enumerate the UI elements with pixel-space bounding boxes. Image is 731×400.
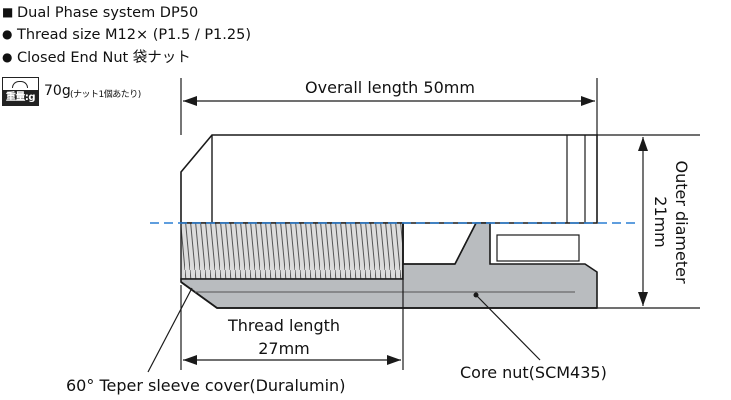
square-bullet-icon: ■ bbox=[2, 5, 14, 19]
outer-diameter-label: Outer diameter bbox=[672, 160, 691, 283]
weight-note: (ナット1個あたり) bbox=[70, 90, 141, 100]
spec-line-system: ■Dual Phase system DP50 bbox=[2, 3, 198, 22]
circle-bullet-icon: ● bbox=[2, 27, 13, 41]
outer-diameter-value: 21mm bbox=[651, 196, 670, 248]
core-nut-callout: Core nut(SCM435) bbox=[460, 363, 607, 382]
nut-body bbox=[180, 134, 598, 224]
overall-length-label: Overall length 50mm bbox=[305, 78, 475, 97]
spec-text: Dual Phase system DP50 bbox=[17, 5, 199, 21]
spec-line-thread-size: ● Thread size M12× (P1.5 / P1.25) bbox=[2, 25, 251, 44]
scale-dial bbox=[12, 81, 28, 88]
circle-bullet-icon: ● bbox=[2, 50, 13, 64]
core-nut bbox=[180, 222, 598, 309]
thread-length-dimension: Thread length 27mm bbox=[180, 279, 404, 370]
spec-text: Thread size M12× (P1.5 / P1.25) bbox=[17, 27, 252, 43]
spec-line-nut-type: ● Closed End Nut 袋ナット bbox=[2, 48, 191, 67]
thread-length-value: 27mm bbox=[258, 339, 310, 358]
thread-length-label: Thread length bbox=[227, 316, 340, 335]
thread-section bbox=[180, 222, 404, 280]
spec-text: Closed End Nut 袋ナット bbox=[17, 50, 191, 66]
weight-value: 70g bbox=[44, 83, 71, 99]
weight-scale-icon: 重量:g bbox=[2, 77, 39, 106]
core-nut-leader bbox=[475, 294, 541, 361]
sleeve-cover-leader bbox=[147, 287, 193, 373]
weight-badge-label: 重量:g bbox=[3, 90, 38, 105]
overall-length-dimension: Overall length 50mm bbox=[180, 78, 598, 135]
outer-diameter-dimension: Outer diameter 21mm bbox=[597, 134, 700, 309]
sleeve-cover-callout: 60° Teper sleeve cover(Duralumin) bbox=[66, 376, 345, 395]
